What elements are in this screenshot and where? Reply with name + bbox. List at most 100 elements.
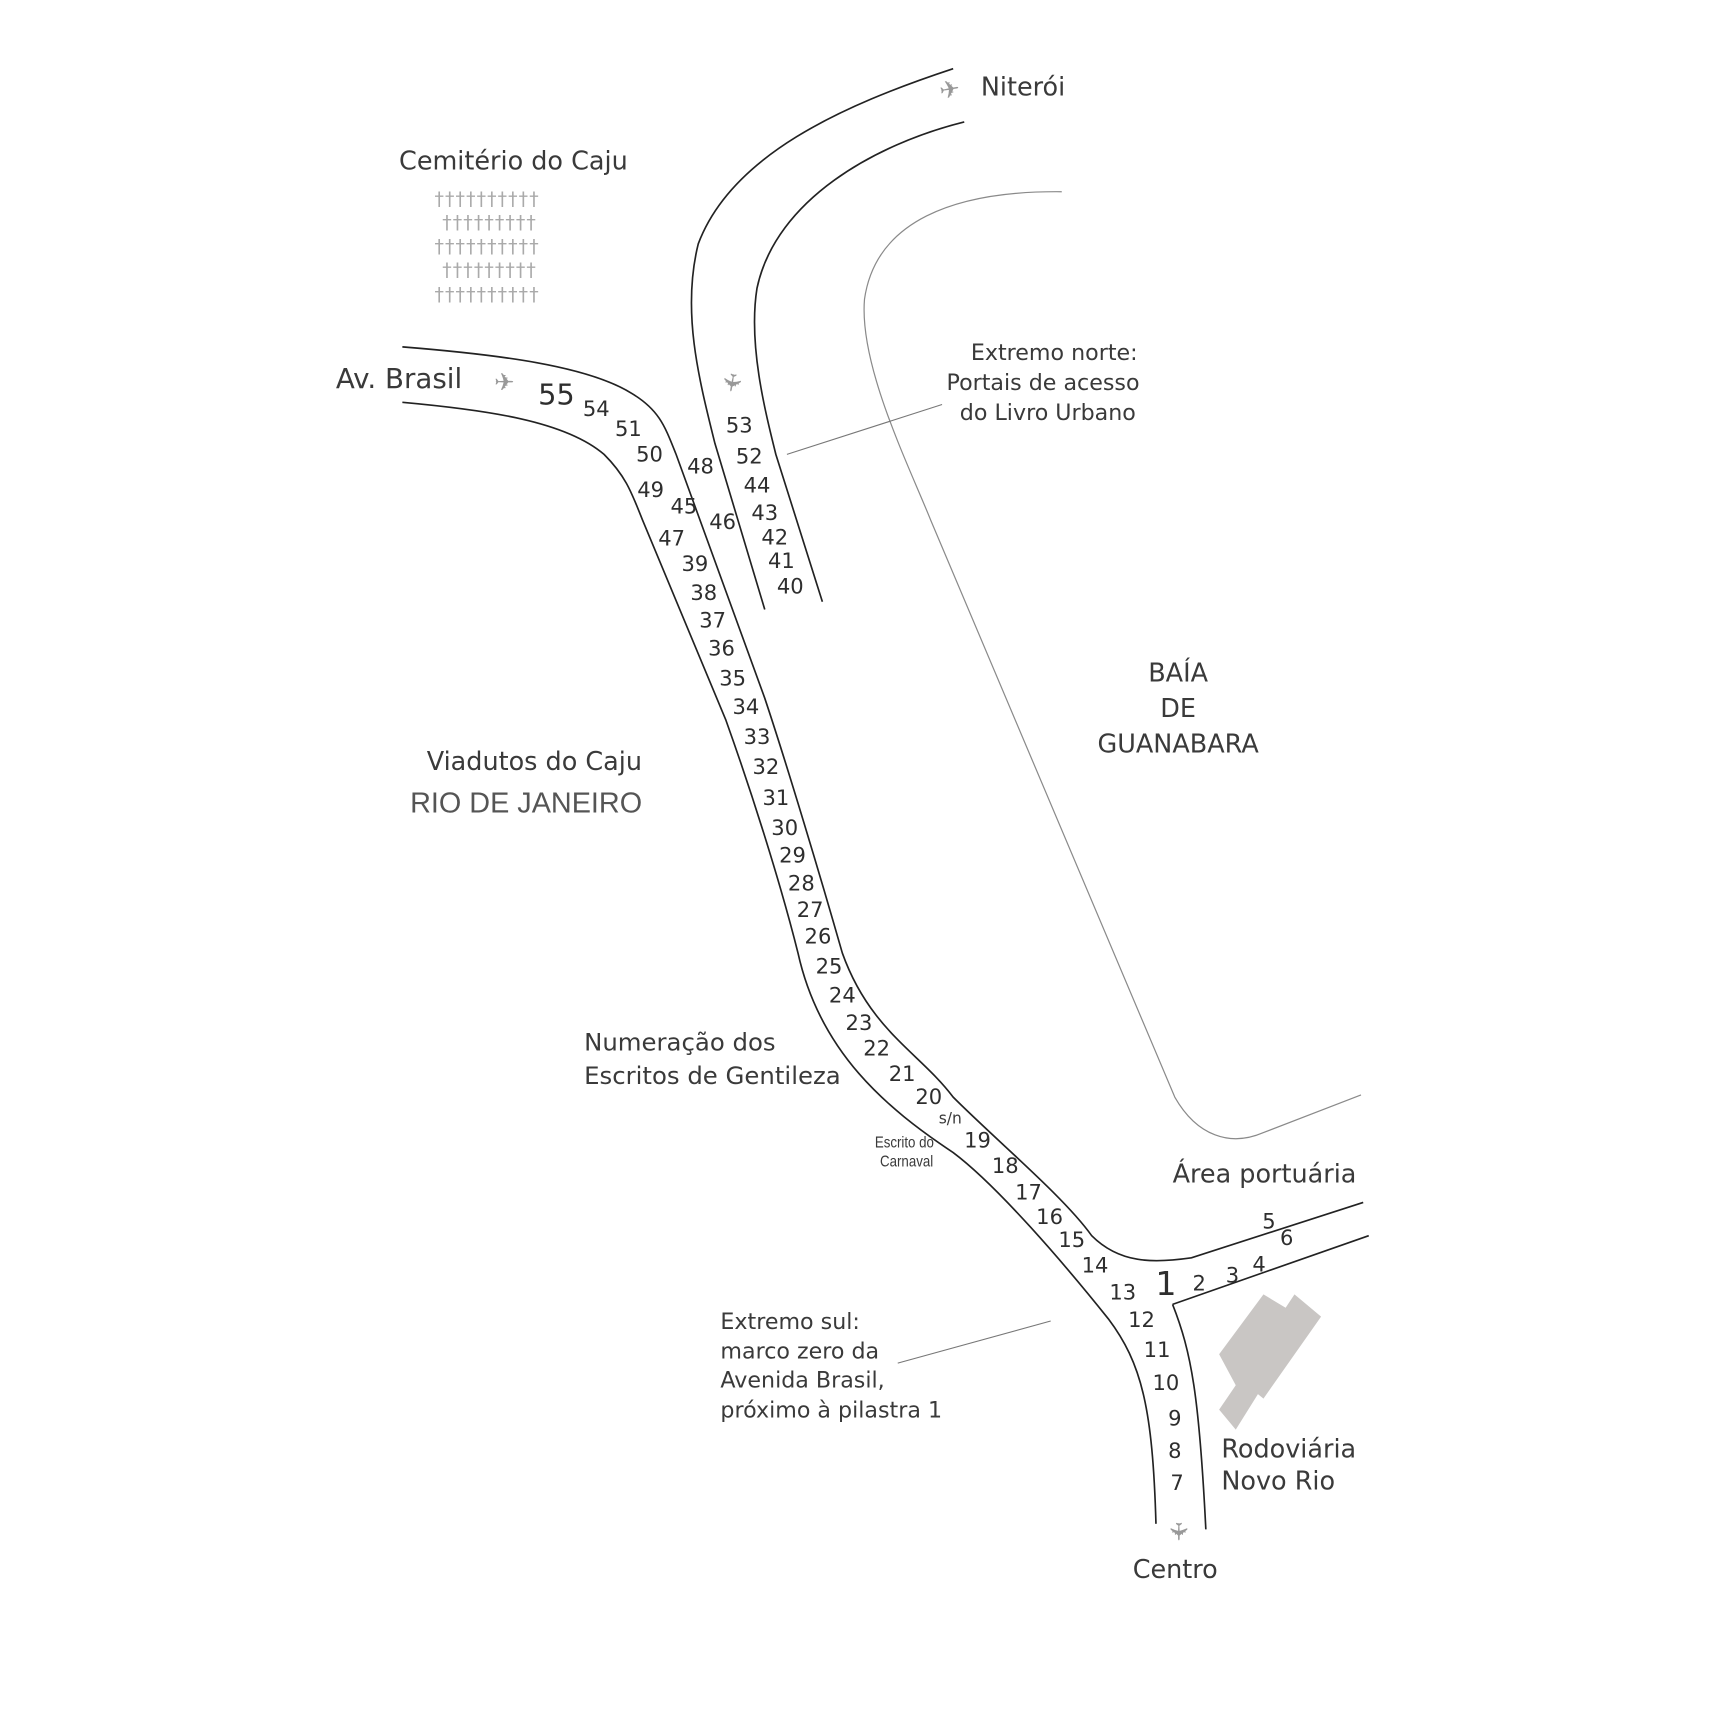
pillar-49: 49 — [637, 477, 664, 502]
pillar-21: 21 — [889, 1061, 916, 1086]
pillar-14: 14 — [1082, 1253, 1109, 1278]
carnaval-note: Carnaval — [880, 1153, 933, 1170]
south-leader-line — [897, 1320, 1051, 1364]
pillar-5: 5 — [1262, 1208, 1275, 1233]
pillar-35: 35 — [719, 665, 746, 690]
pillar-54: 54 — [583, 396, 610, 421]
cemetery-label: Cemitério do Caju — [399, 147, 628, 177]
main-road-lower-edge — [402, 401, 1157, 1524]
centro-road-right-edge — [1171, 1304, 1207, 1530]
cemetery-crosses: †††††††††† ††††††††† †††††††††† ††††††††… — [435, 189, 540, 305]
area-portuaria-label: Área portuária — [1173, 1159, 1357, 1189]
pillar-26: 26 — [805, 924, 832, 949]
niteroi-road-left-edge — [690, 67, 954, 610]
pillar-40: 40 — [777, 573, 804, 598]
niteroi-label: Niterói — [981, 72, 1065, 102]
pillar-3: 3 — [1226, 1263, 1239, 1288]
pillar-11: 11 — [1144, 1337, 1171, 1362]
pillar-32: 32 — [752, 754, 779, 779]
arrow-icon: ✈ — [937, 73, 962, 105]
carnaval-note: Escrito do — [875, 1135, 934, 1152]
bay-label: BAÍA — [1148, 659, 1208, 689]
pillar-13: 13 — [1109, 1279, 1136, 1304]
sn-label: s/n — [939, 1110, 962, 1128]
pillar-20: 20 — [915, 1084, 942, 1109]
pillar-30: 30 — [771, 815, 798, 840]
pillar-39: 39 — [682, 551, 709, 576]
pillar-31: 31 — [762, 785, 789, 810]
pillar-44: 44 — [744, 473, 771, 498]
pillar-2: 2 — [1192, 1270, 1205, 1295]
south-note: Avenida Brasil, — [720, 1368, 884, 1394]
south-note: Extremo sul: — [720, 1309, 859, 1335]
numbering-note: Escritos de Gentileza — [584, 1061, 841, 1090]
bay-label: DE — [1160, 694, 1196, 724]
pillar-41: 41 — [768, 548, 795, 573]
pillar-28: 28 — [788, 870, 815, 895]
pillar-55: 55 — [538, 378, 575, 412]
pillar-38: 38 — [690, 580, 717, 605]
pillar-47: 47 — [658, 526, 685, 551]
pillar-7: 7 — [1170, 1470, 1183, 1495]
pillar-6: 6 — [1280, 1225, 1293, 1250]
pillar-27: 27 — [797, 897, 824, 922]
arrow-icon: ✈ — [716, 370, 748, 395]
cross-icon: †††††††††† — [435, 189, 540, 210]
pillar-50: 50 — [636, 441, 663, 466]
title: Viadutos do Caju — [427, 747, 642, 777]
pillar-1: 1 — [1155, 1264, 1176, 1303]
pillar-51: 51 — [615, 416, 642, 441]
pillar-48: 48 — [687, 454, 714, 479]
pillar-33: 33 — [744, 724, 771, 749]
pillar-16: 16 — [1036, 1204, 1063, 1229]
city-label: RIO DE JANEIRO — [410, 787, 642, 819]
pillar-17: 17 — [1015, 1180, 1042, 1205]
av-brasil-label: Av. Brasil — [336, 362, 462, 395]
cross-icon: †††††††††† — [435, 284, 540, 305]
pillar-25: 25 — [816, 953, 843, 978]
rodoviaria-label: Rodoviária — [1221, 1434, 1356, 1464]
pillar-10: 10 — [1153, 1370, 1180, 1395]
pillar-24: 24 — [829, 982, 856, 1007]
north-note: Extremo norte: — [971, 340, 1138, 366]
north-note: do Livro Urbano — [960, 400, 1136, 426]
pillar-4: 4 — [1252, 1252, 1265, 1277]
centro-label: Centro — [1133, 1555, 1218, 1585]
pillar-53: 53 — [726, 413, 753, 438]
pillar-19: 19 — [964, 1127, 991, 1152]
bay-label: GUANABARA — [1097, 729, 1259, 759]
pillar-36: 36 — [708, 635, 735, 660]
pillar-12: 12 — [1128, 1307, 1155, 1332]
port-road-lower-edge — [1172, 1234, 1370, 1306]
rodoviaria-building — [1219, 1294, 1322, 1430]
pillar-15: 15 — [1058, 1227, 1085, 1252]
north-note: Portais de acesso — [947, 370, 1140, 396]
pillar-9: 9 — [1168, 1406, 1181, 1431]
pillar-52: 52 — [736, 444, 763, 469]
niteroi-road-right-edge — [753, 121, 965, 603]
arrow-icon: ✈ — [1164, 1521, 1193, 1541]
rodoviaria-label: Novo Rio — [1221, 1466, 1335, 1496]
pillar-37: 37 — [699, 608, 726, 633]
south-note: marco zero da — [720, 1339, 879, 1365]
pillar-45: 45 — [670, 494, 697, 519]
pillar-42: 42 — [761, 525, 788, 550]
north-leader-line — [786, 403, 943, 455]
cross-icon: †††††††††† — [435, 237, 540, 258]
pillar-43: 43 — [751, 500, 778, 525]
pillar-29: 29 — [779, 843, 806, 868]
pillar-46: 46 — [709, 509, 736, 534]
cross-icon: ††††††††† — [442, 260, 537, 281]
pillar-8: 8 — [1168, 1438, 1181, 1463]
main-road-upper-edge — [402, 346, 1364, 1262]
numbering-note: Numeração dos — [584, 1028, 775, 1057]
pillar-23: 23 — [846, 1010, 873, 1035]
pillar-34: 34 — [733, 694, 760, 719]
pillar-18: 18 — [992, 1153, 1019, 1178]
cross-icon: ††††††††† — [442, 212, 537, 233]
arrow-icon: ✈ — [494, 367, 514, 396]
pillar-22: 22 — [863, 1035, 890, 1060]
south-note: próximo à pilastra 1 — [720, 1397, 942, 1423]
